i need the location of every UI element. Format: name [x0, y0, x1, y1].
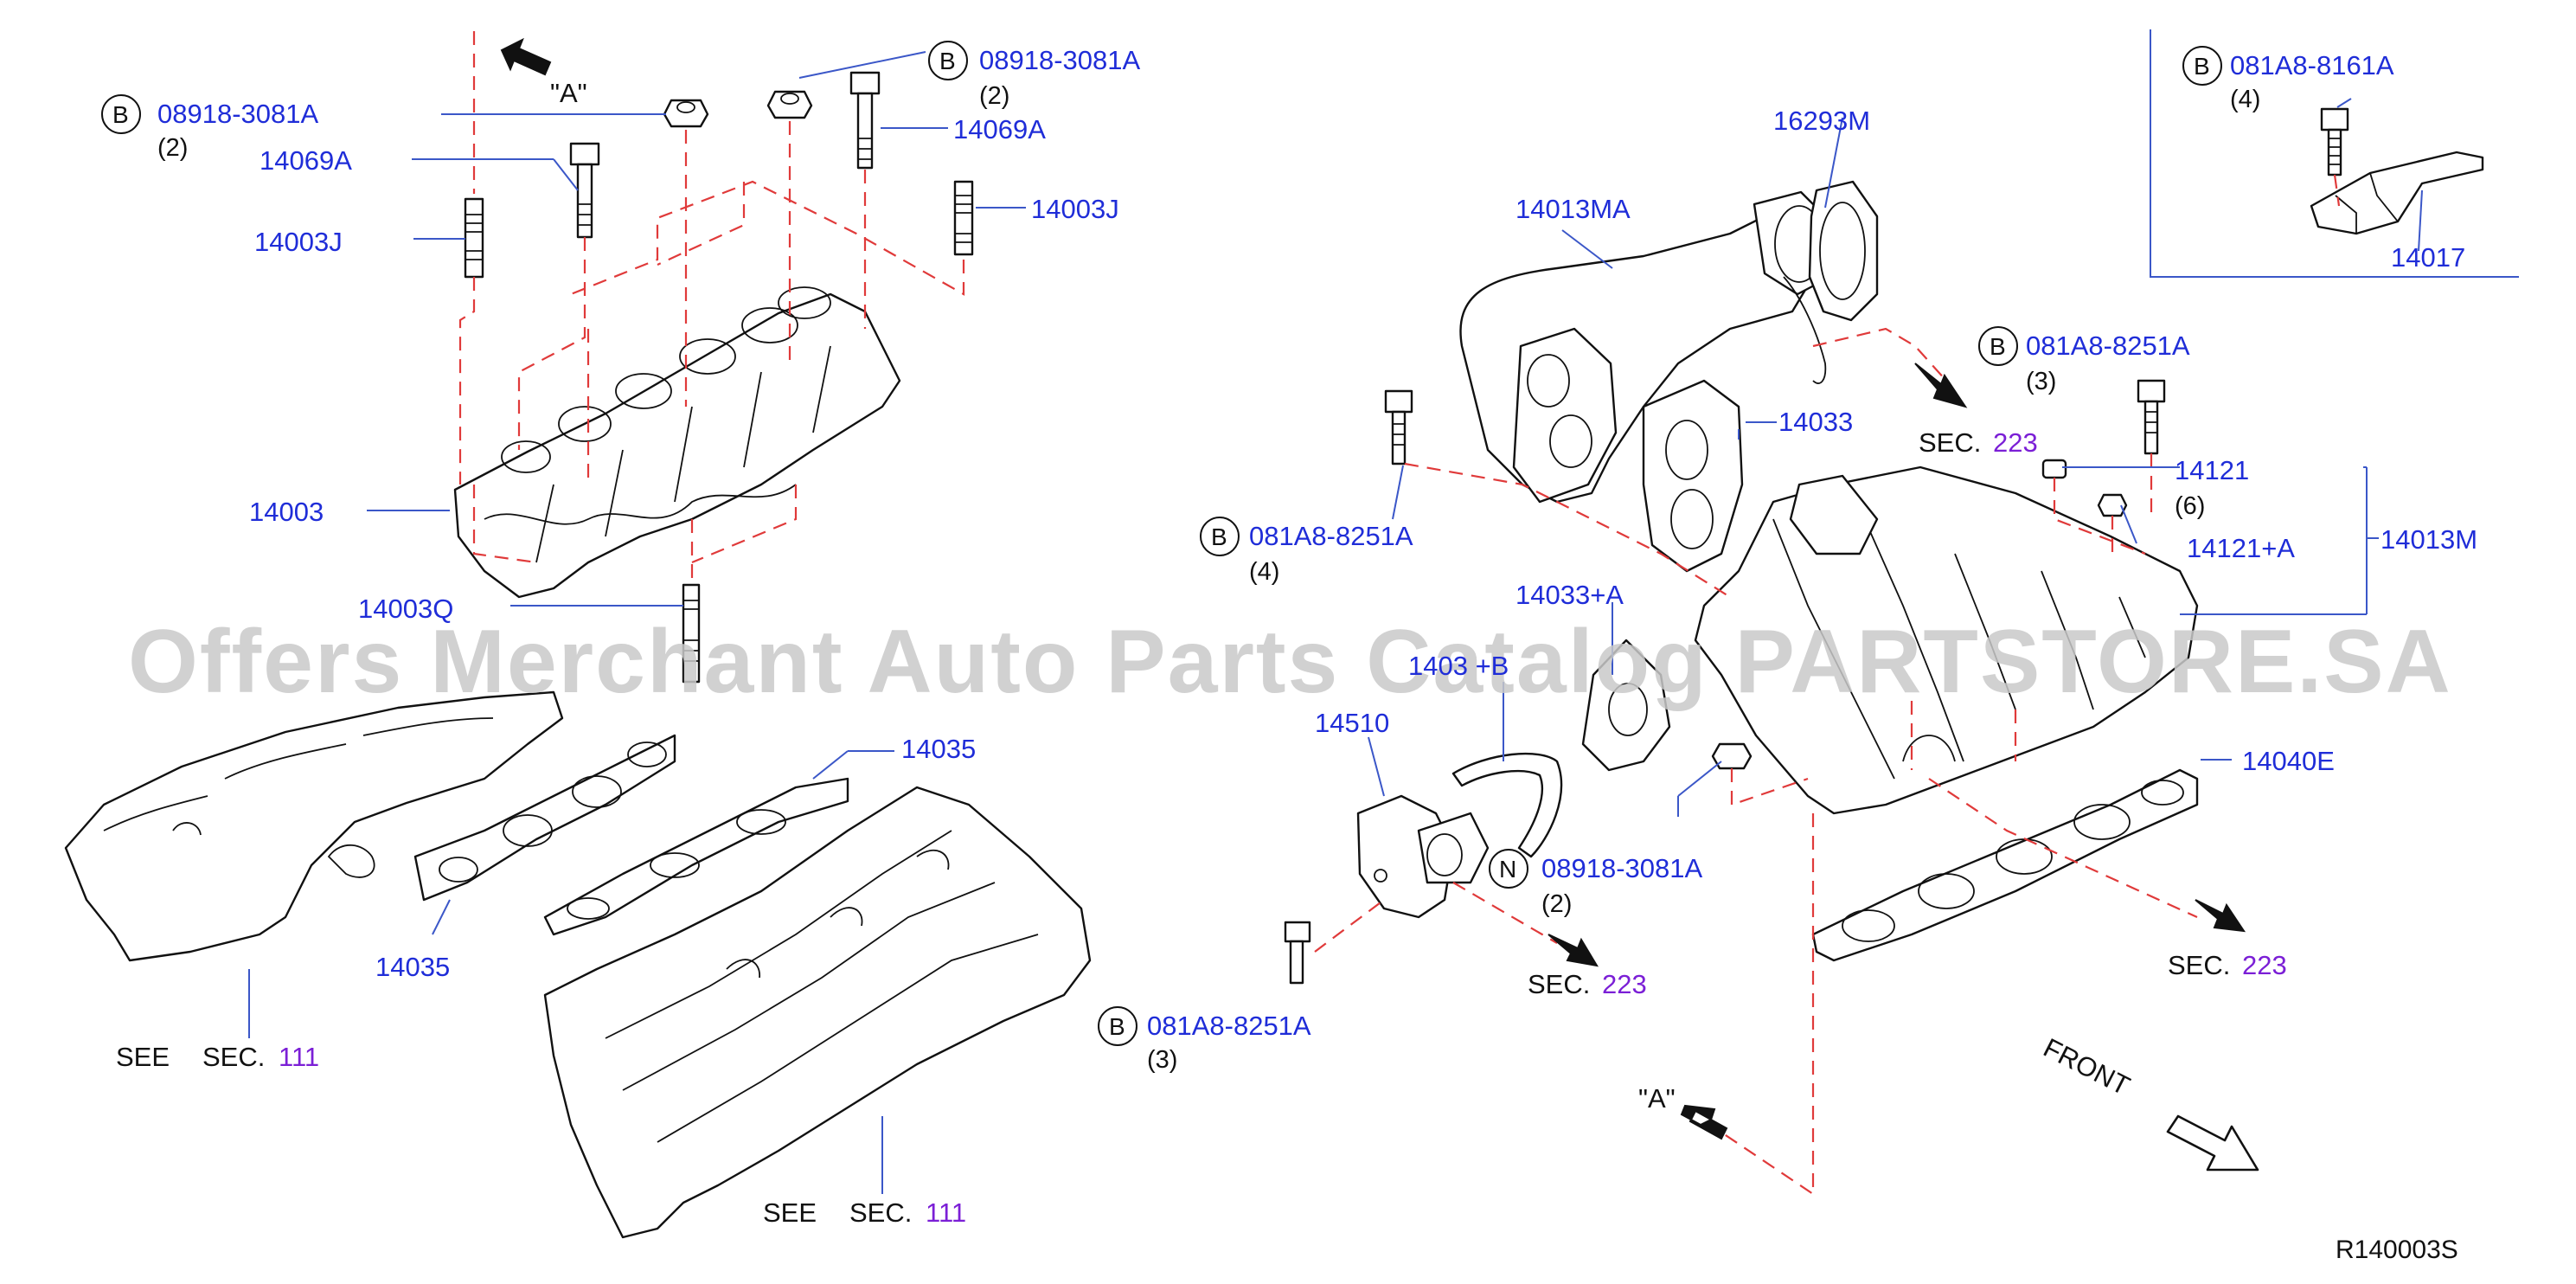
label-14040e: 14040E — [2242, 746, 2335, 776]
a-ref-top: "A" — [550, 78, 587, 108]
sec-bottom-prefix: SEC. — [849, 1197, 912, 1228]
drawing-code: R140003S — [2336, 1236, 2458, 1264]
label-14033a: 14033+A — [1515, 580, 1624, 610]
label-1403b: 1403 +B — [1408, 651, 1509, 681]
arrow-icon — [1914, 363, 1968, 408]
sec-223-mid-num: 223 — [1602, 969, 1647, 999]
label-14510: 14510 — [1315, 708, 1389, 738]
bolt-icon — [849, 71, 881, 170]
inset-box — [2150, 29, 2519, 278]
gasket-1403b — [1451, 752, 1563, 858]
badge-b-inset: B — [2194, 53, 2210, 80]
nut-icon — [1711, 742, 1753, 770]
label-14035-left: 14035 — [375, 952, 450, 982]
gasket-16293m — [1808, 180, 1879, 322]
sec-223-right-num: 223 — [2242, 950, 2287, 980]
qty-08918-3081a-n: (2) — [1541, 890, 1572, 918]
collector-14013ma — [1459, 190, 1836, 504]
label-14069a-left: 14069A — [260, 145, 352, 176]
arrow-icon — [2195, 899, 2246, 933]
label-081a8-8251a-bot: 081A8-8251A — [1147, 1011, 1311, 1041]
sec-left-prefix: SEC. — [202, 1042, 265, 1072]
cylinder-head-left — [64, 690, 564, 962]
label-14069a-right: 14069A — [953, 114, 1046, 144]
label-14121a: 14121+A — [2187, 533, 2295, 563]
see-left: SEE — [116, 1042, 170, 1072]
watermark: Offers Merchant Auto Parts Catalog PARTS… — [128, 612, 2452, 712]
stud-14003j-right — [953, 180, 974, 256]
nut-icon — [2041, 459, 2067, 479]
manifold-icon — [453, 286, 901, 599]
label-14003q: 14003Q — [358, 594, 453, 624]
qty-14121: (6) — [2175, 492, 2205, 520]
badge-b-8251a-top: B — [1990, 333, 2006, 360]
gasket-14040e — [1811, 768, 2199, 962]
badge-b-8251a-bot: B — [1109, 1013, 1125, 1040]
label-14003j-right: 14003J — [1031, 194, 1119, 224]
label-14035-right: 14035 — [901, 734, 976, 764]
manifold-icon — [1694, 465, 2199, 815]
dashed-lines-right — [1314, 327, 2198, 1197]
qty-081a8-8251a-mid: (4) — [1249, 558, 1279, 586]
arrow-icon — [1548, 934, 1599, 967]
bolt-icon — [2320, 107, 2349, 177]
front-arrow-icon — [2166, 1114, 2259, 1172]
gasket-icon — [413, 734, 676, 902]
qty-081a8-8251a-top: (3) — [2026, 368, 2056, 395]
sec-223-top-num: 223 — [1993, 427, 2038, 458]
stud-14003q — [682, 583, 701, 684]
gasket-14033 — [1642, 379, 1744, 573]
arrow-icon — [500, 37, 552, 76]
label-081a8-8161a: 081A8-8161A — [2230, 50, 2394, 80]
nut-icon — [2097, 493, 2128, 517]
arrow-icon — [1680, 1104, 1728, 1140]
qty-081a8-8251a-bot: (3) — [1147, 1046, 1177, 1074]
nut-icon — [766, 90, 813, 119]
leader-lines — [248, 51, 2423, 1194]
qty-08918-3081a-left: (2) — [157, 134, 188, 162]
badge-n: N — [1499, 856, 1516, 883]
dashed-lines-left — [458, 31, 965, 585]
nut-icon — [663, 99, 709, 128]
sec-bottom-num: 111 — [926, 1197, 966, 1228]
front-label: FRONT — [2039, 1032, 2135, 1101]
label-14121: 14121 — [2175, 455, 2249, 485]
badge-b-8251a-mid: B — [1211, 523, 1227, 550]
stud-14003j-left — [464, 197, 484, 279]
badge-b-top: B — [939, 48, 956, 74]
throttle-14510 — [1356, 794, 1490, 919]
circle-badges: B B B B B B N — [101, 41, 2222, 1046]
gasket-14033a — [1581, 639, 1671, 772]
label-14003j-left: 14003J — [254, 227, 343, 257]
label-14013m: 14013M — [2381, 524, 2477, 555]
sec-223-mid-prefix: SEC. — [1528, 969, 1590, 999]
see-bottom: SEE — [763, 1197, 817, 1228]
bolt-icon — [2137, 379, 2166, 455]
label-08918-3081a-n: 08918-3081A — [1541, 853, 1702, 883]
label-14013ma: 14013MA — [1515, 194, 1631, 224]
sec-223-top-prefix: SEC. — [1919, 427, 1981, 458]
gasket-icon — [543, 777, 849, 936]
bracket-14017 — [2310, 151, 2484, 235]
cylinder-head-bottom — [543, 786, 1092, 1239]
bolt-icon — [1284, 921, 1311, 985]
sec-left-num: 111 — [279, 1042, 319, 1072]
label-08918-3081a-top: 08918-3081A — [979, 45, 1140, 75]
a-ref-bottom: "A" — [1638, 1083, 1676, 1114]
label-081a8-8251a-mid: 081A8-8251A — [1249, 521, 1413, 551]
bolt-icon — [569, 142, 600, 239]
badge-b-left: B — [112, 101, 129, 128]
label-08918-3081a-left: 08918-3081A — [157, 99, 318, 129]
label-14033: 14033 — [1778, 407, 1853, 437]
sec-223-right-prefix: SEC. — [2168, 950, 2230, 980]
label-081a8-8251a-top: 081A8-8251A — [2026, 331, 2190, 361]
label-16293m: 16293M — [1773, 106, 1870, 136]
label-14017: 14017 — [2391, 242, 2465, 273]
qty-081a8-8161a: (4) — [2230, 86, 2260, 113]
qty-08918-3081a-top: (2) — [979, 82, 1009, 110]
label-14003: 14003 — [249, 497, 324, 527]
bolt-icon — [1384, 389, 1413, 465]
